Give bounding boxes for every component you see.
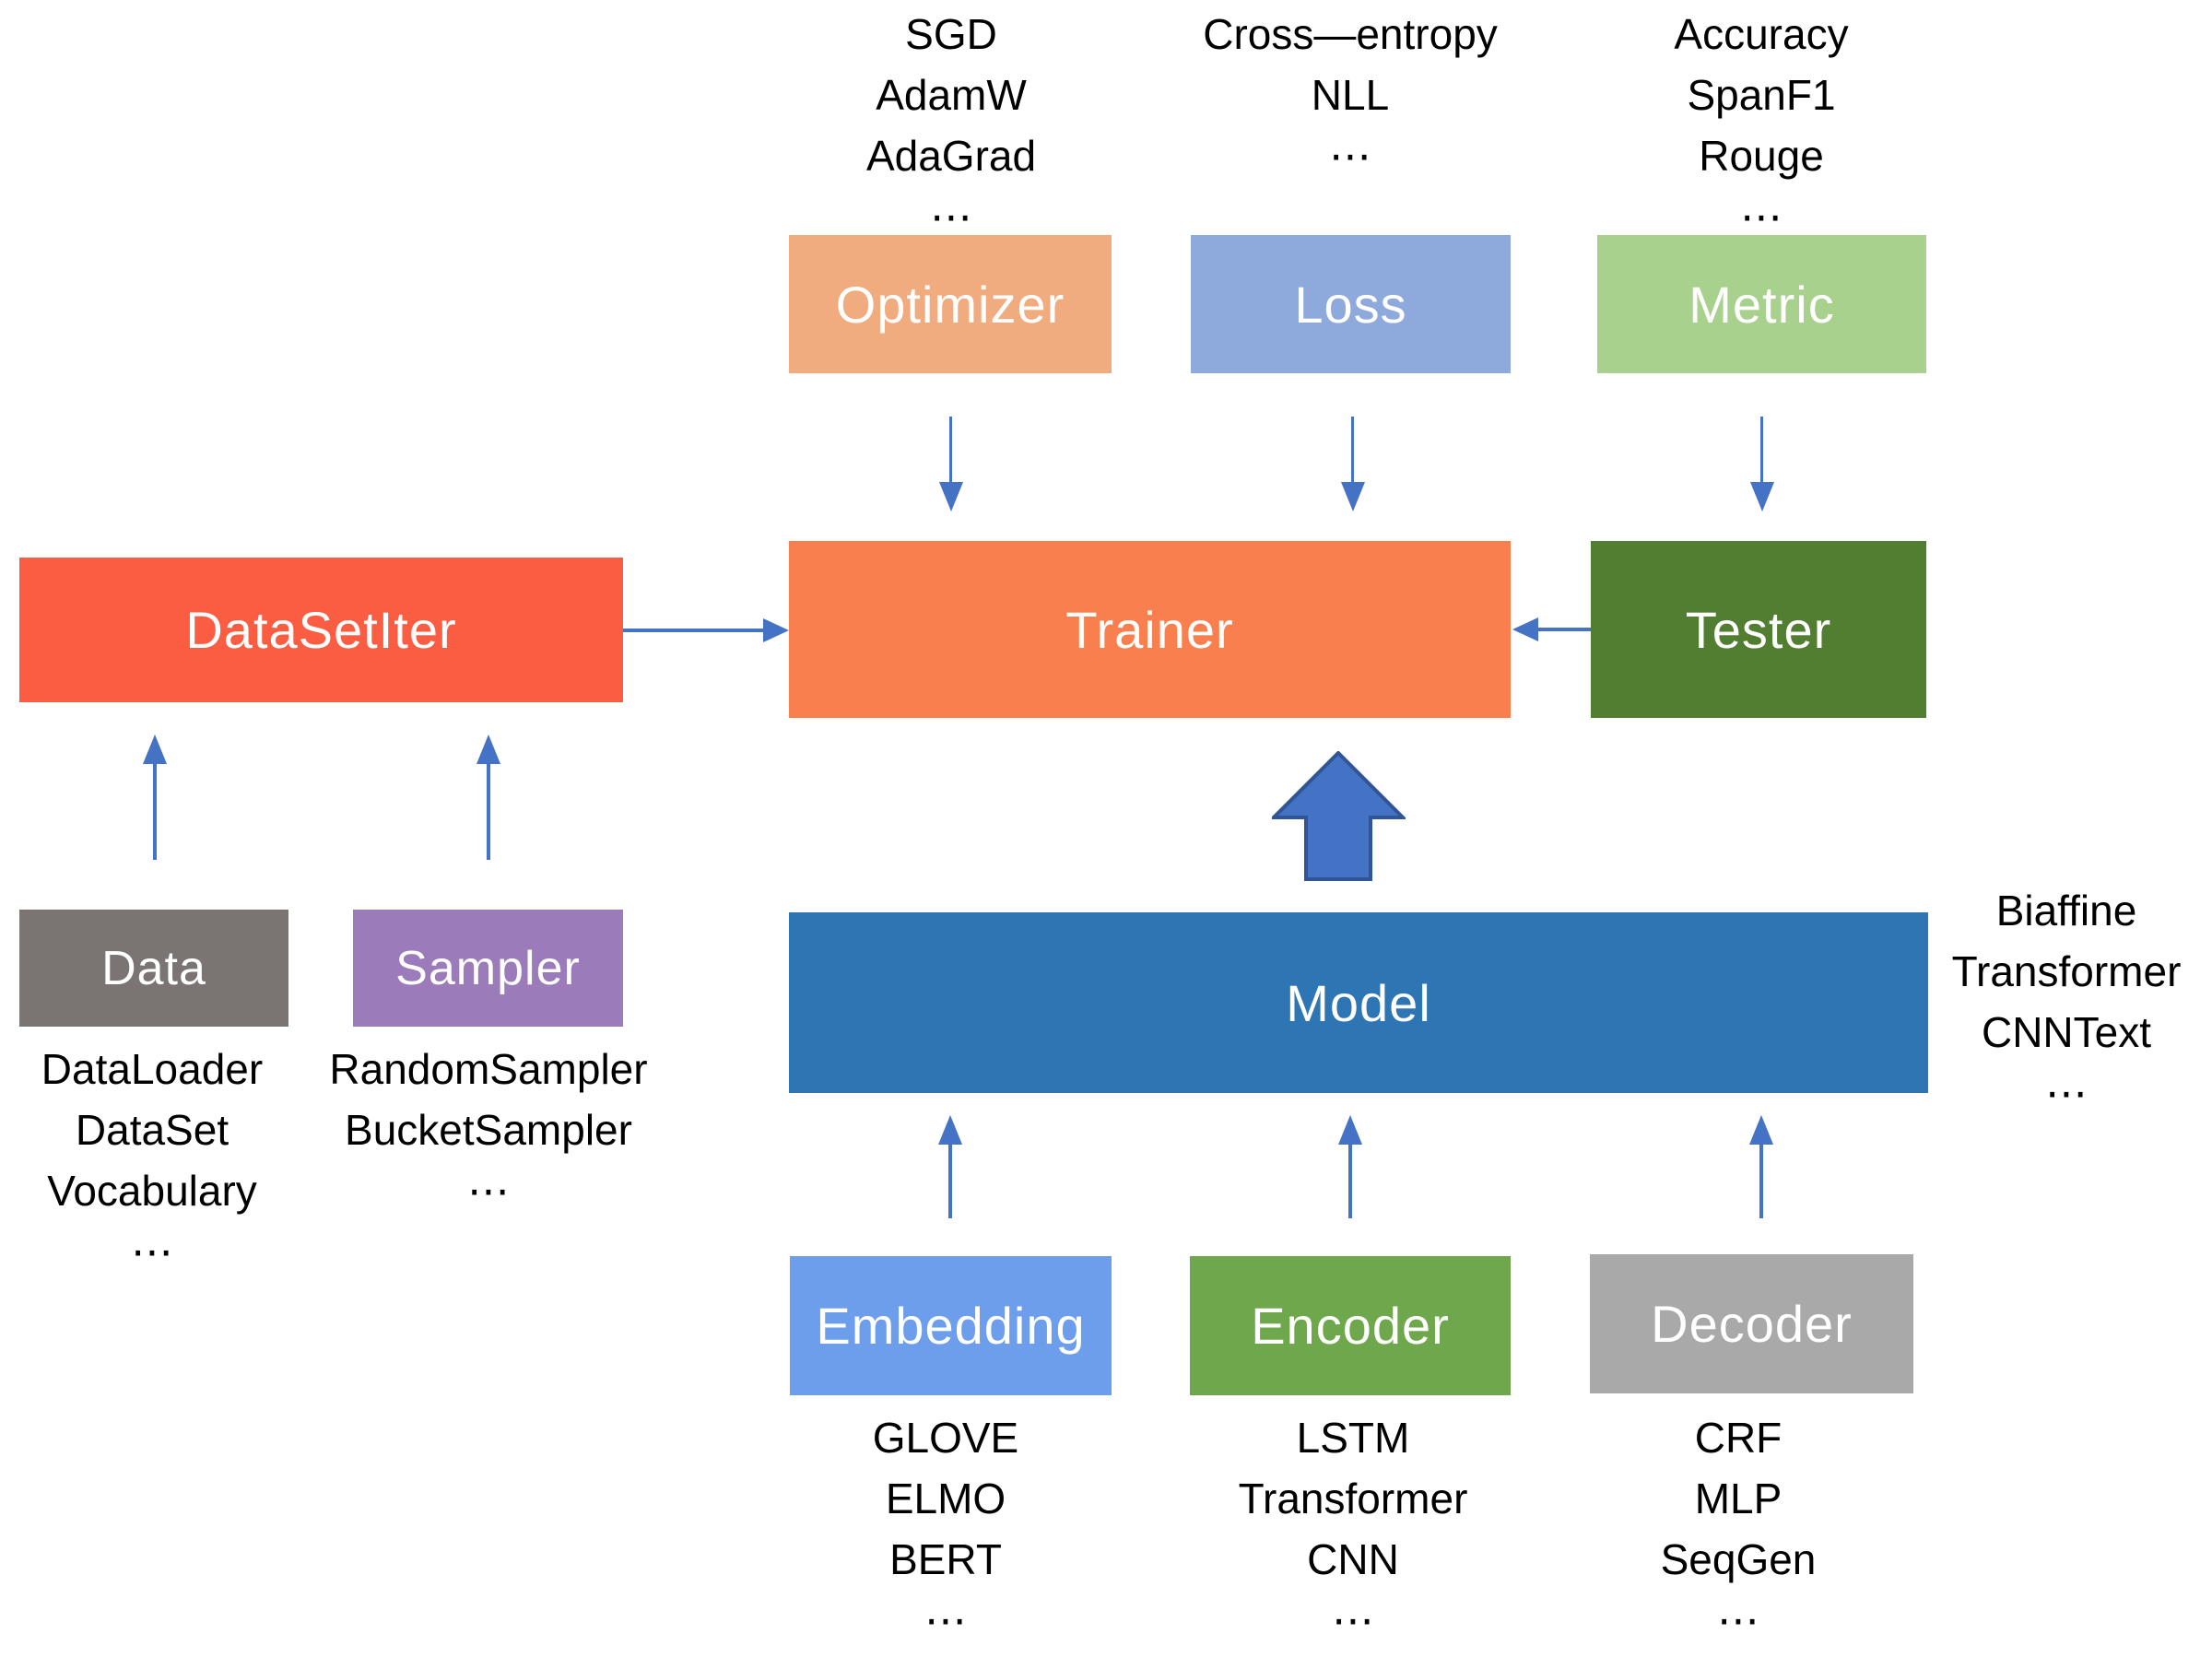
list-item: Rouge [1699,132,1824,180]
list-item: AdaGrad [865,132,1037,180]
ellipsis: ⋯ [2045,1069,2088,1117]
arrow-tester-to-trainer-icon [1512,617,1591,641]
list-item: CRF [1694,1414,1783,1462]
list-item: DataLoader [41,1045,264,1093]
list-item: AdamW [876,71,1027,119]
data-box: Data [19,910,288,1027]
data-label: Data [101,941,206,995]
sampler-label: Sampler [395,941,581,995]
optimizer-label: Optimizer [835,275,1065,334]
list-item: CNN [1307,1535,1399,1583]
datasetiter-label: DataSetIter [185,601,457,659]
ellipsis: ⋯ [1717,1596,1759,1644]
encoder-box: Encoder [1190,1256,1511,1395]
model-label: Model [1286,973,1431,1032]
arrow-sampler-to-datasetiter-icon [477,734,500,860]
ellipsis: ⋯ [1740,193,1783,241]
metric-options-list: Accuracy SpanF1 Rouge ⋯ [1577,4,1946,247]
list-item: DataSet [75,1106,229,1154]
arrow-loss-to-trainer-icon [1341,417,1365,511]
encoder-options-list: LSTM Transformer CNN ⋯ [1169,1407,1537,1651]
decoder-label: Decoder [1651,1295,1853,1353]
sampler-box: Sampler [353,910,623,1027]
model-examples-list: Biaffine Transformer CNNText ⋯ [1928,880,2205,1123]
model-box: Model [789,912,1928,1093]
ellipsis: ⋯ [131,1228,173,1275]
ellipsis: ⋯ [924,1596,967,1644]
arrow-encoder-to-model-icon [1338,1115,1362,1218]
data-options-list: DataLoader DataSet Vocabulary ⋯ [14,1039,290,1282]
list-item: CNNText [1981,1008,2152,1056]
list-item: SpanF1 [1687,71,1836,119]
embedding-box: Embedding [790,1256,1112,1395]
optimizer-box: Optimizer [789,235,1112,373]
ellipsis: ⋯ [1332,1596,1374,1644]
list-item: BERT [889,1535,1002,1583]
decoder-box: Decoder [1590,1254,1913,1393]
sampler-options-list: RandomSampler BucketSampler ⋯ [327,1039,650,1221]
arrow-datasetiter-to-trainer-icon [623,618,789,642]
list-item: Transformer [1238,1475,1468,1522]
ellipsis: ⋯ [930,193,972,241]
trainer-label: Trainer [1065,600,1234,659]
list-item: LSTM [1296,1414,1410,1462]
list-item: ELMO [885,1475,1006,1522]
embedding-label: Embedding [816,1297,1086,1355]
list-item: Accuracy [1674,10,1849,58]
trainer-box: Trainer [789,541,1511,718]
datasetiter-box: DataSetIter [19,558,623,702]
arrow-optimizer-to-trainer-icon [939,417,963,511]
list-item: Cross—entropy [1203,10,1498,58]
list-item: RandomSampler [329,1045,648,1093]
list-item: Vocabulary [47,1167,257,1215]
ellipsis: ⋯ [1329,132,1371,180]
arrow-decoder-to-model-icon [1749,1115,1773,1218]
list-item: Biaffine [1995,887,2137,934]
embedding-options-list: GLOVE ELMO BERT ⋯ [761,1407,1130,1651]
list-item: NLL [1311,71,1390,119]
ellipsis: ⋯ [467,1167,510,1215]
encoder-label: Encoder [1251,1297,1450,1355]
list-item: SeqGen [1660,1535,1817,1583]
list-item: GLOVE [872,1414,1019,1462]
arrow-embedding-to-model-icon [938,1115,962,1218]
list-item: Transformer [1951,947,2182,995]
loss-options-list: Cross—entropy NLL ⋯ [1166,4,1535,186]
tester-label: Tester [1685,600,1832,659]
list-item: SGD [905,10,997,58]
metric-box: Metric [1597,235,1926,373]
arrow-metric-to-tester-icon [1750,417,1774,511]
arrow-data-to-datasetiter-icon [143,734,167,860]
loss-box: Loss [1191,235,1511,373]
metric-label: Metric [1688,275,1835,334]
decoder-options-list: CRF MLP SeqGen ⋯ [1554,1407,1923,1651]
list-item: BucketSampler [345,1106,632,1154]
big-arrow-model-to-trainer-icon [1272,751,1406,881]
tester-box: Tester [1591,541,1926,718]
optimizer-options-list: SGD AdamW AdaGrad ⋯ [767,4,1135,247]
loss-label: Loss [1294,275,1407,334]
list-item: MLP [1694,1475,1783,1522]
